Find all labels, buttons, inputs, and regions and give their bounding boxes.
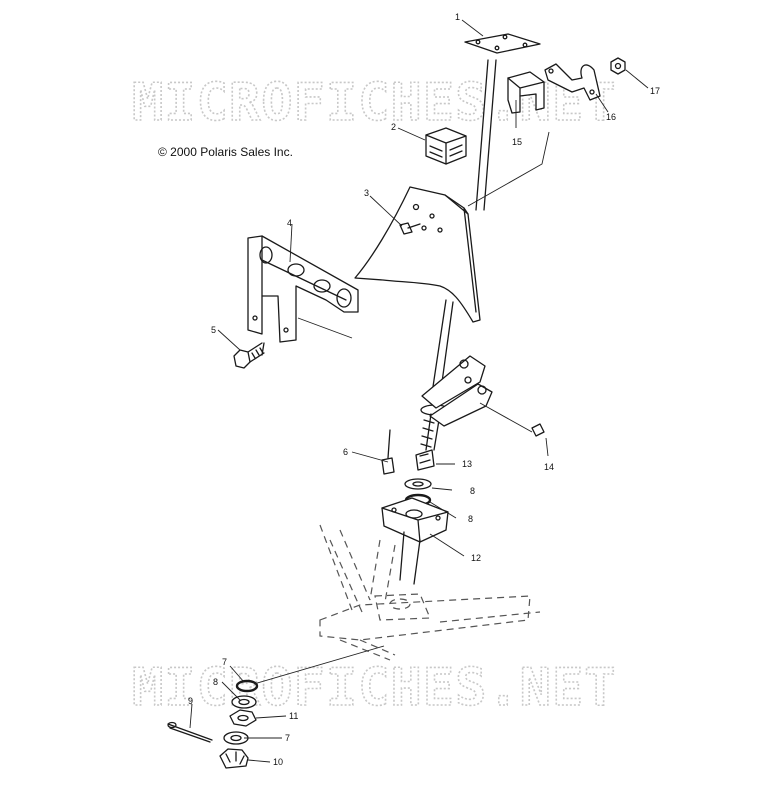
callout-8-lower-2: 7 xyxy=(285,733,290,743)
callout-8-lower-1: 8 xyxy=(213,677,218,687)
callouts: 1 2 3 4 5 6 8 8 7 8 9 10 11 7 12 13 14 1… xyxy=(188,12,660,767)
tie-rod-plates xyxy=(421,355,493,427)
callout-16: 16 xyxy=(606,112,616,122)
copyright-notice: © 2000 Polaris Sales Inc. xyxy=(158,145,293,159)
callout-11: 11 xyxy=(289,711,298,721)
part-4-bracket xyxy=(247,235,359,343)
callout-7-upper: 8 xyxy=(468,514,473,524)
part-6-pin xyxy=(381,429,395,475)
leader-lines xyxy=(189,19,649,763)
part-12-block xyxy=(381,497,449,585)
part-16-clamp xyxy=(544,63,601,101)
callout-10: 10 xyxy=(273,757,283,767)
part-14-clip xyxy=(531,423,545,437)
part-15-clip xyxy=(507,71,545,114)
watermark-bottom: MICROFICHES.NET xyxy=(132,658,617,718)
callout-12: 12 xyxy=(471,553,481,563)
callout-14: 14 xyxy=(544,462,554,472)
callout-9: 9 xyxy=(188,696,193,706)
callout-8-upper: 8 xyxy=(470,486,475,496)
console-panel xyxy=(354,186,481,323)
part-7-oring-lower xyxy=(235,679,259,693)
callout-17: 17 xyxy=(650,86,660,96)
part-17-nut xyxy=(610,57,626,75)
part-11-nut xyxy=(229,709,257,727)
callout-13: 13 xyxy=(462,459,472,469)
callout-6: 6 xyxy=(343,447,348,457)
part-13-joint xyxy=(415,449,435,471)
frame-outline xyxy=(319,524,541,661)
part-2-block xyxy=(425,127,467,165)
callout-4: 4 xyxy=(287,218,292,228)
callout-1: 1 xyxy=(455,12,460,22)
callout-15: 15 xyxy=(512,137,522,147)
callout-5: 5 xyxy=(211,325,216,335)
callout-3: 3 xyxy=(364,188,369,198)
part-10-castle-nut xyxy=(219,748,249,769)
part-8-washer-lower-1 xyxy=(231,695,257,709)
part-3-screw xyxy=(399,222,421,235)
part-8-washer-lower-2 xyxy=(223,731,249,745)
part-8-washer-upper xyxy=(404,478,432,490)
callout-7-lower: 7 xyxy=(222,657,227,667)
part-9-cotter-pin xyxy=(167,721,213,743)
callout-2: 2 xyxy=(391,122,396,132)
part-5-bolt xyxy=(233,342,265,369)
